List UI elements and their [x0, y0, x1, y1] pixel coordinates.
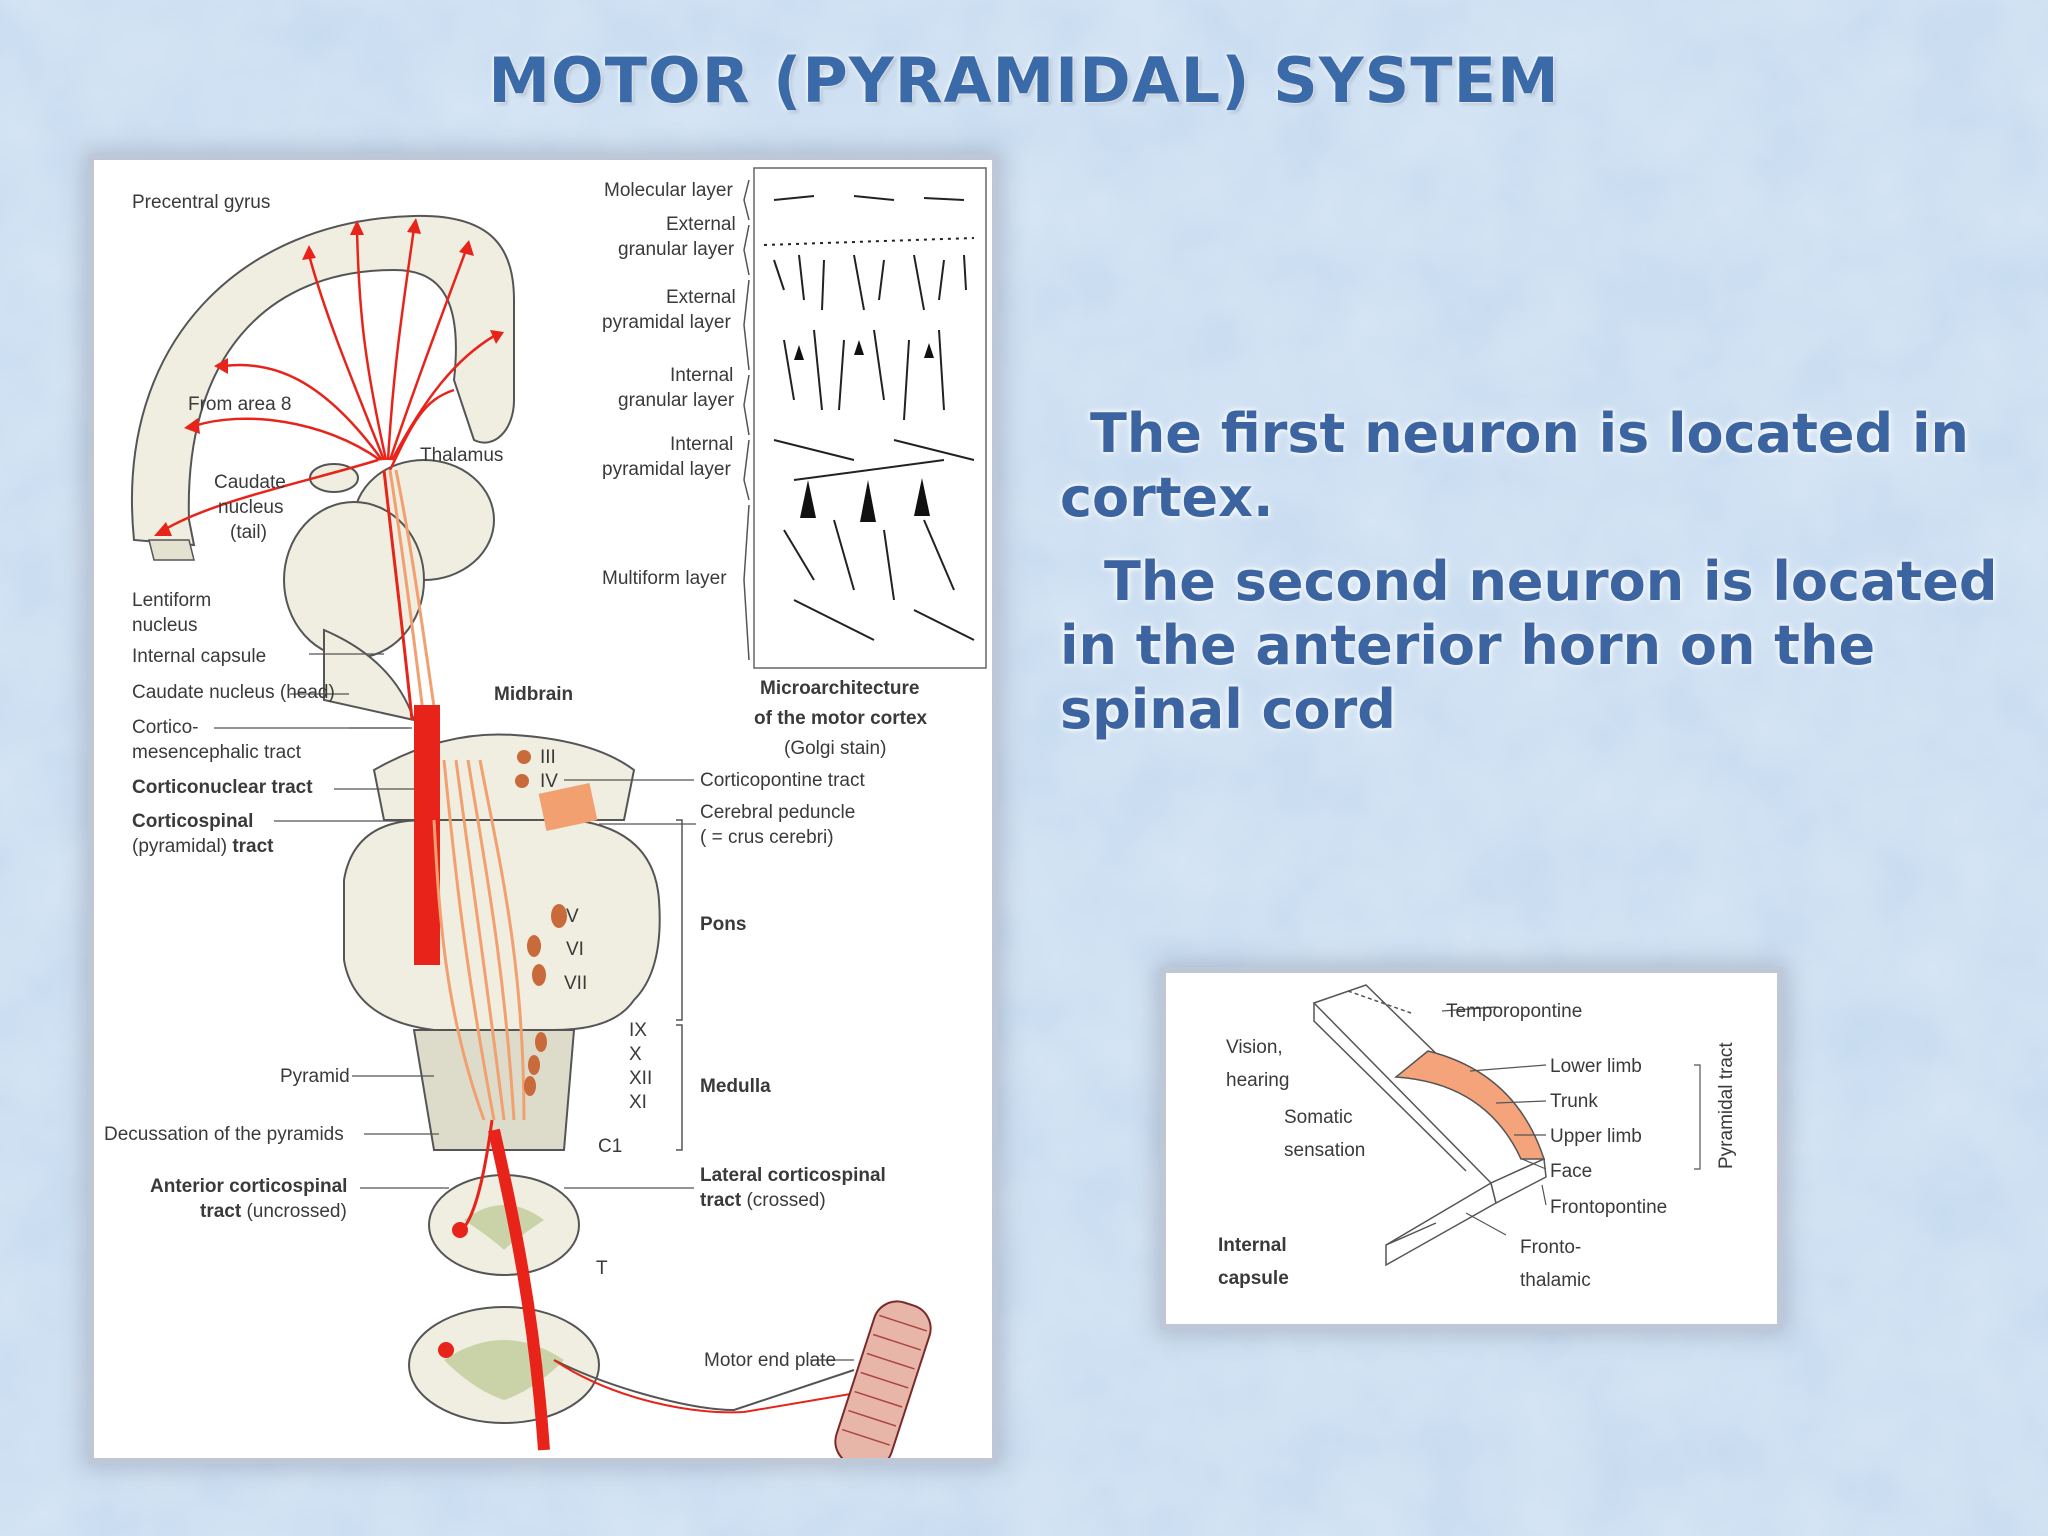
- label-frontopontine: Frontopontine: [1550, 1197, 1667, 1218]
- descending-bundle: [382, 469, 438, 721]
- label-corticospinal-2: (pyramidal) tract: [132, 836, 274, 857]
- label-decussation: Decussation of the pyramids: [104, 1124, 344, 1145]
- label-vision-2: hearing: [1226, 1070, 1289, 1091]
- thalamus-and-basal-ganglia: [283, 459, 495, 722]
- label-multiform-layer: Multiform layer: [602, 568, 727, 589]
- label-nucleus-5: V: [566, 906, 579, 927]
- label-anterior-cs-1: Anterior corticospinal: [150, 1176, 347, 1197]
- spinal-cord-lower: [408, 1306, 600, 1424]
- slide-body-text: The first neuron is located in cortex. T…: [1060, 402, 2000, 762]
- cranial-nerve-labels: III IV V VI VII IX X XII XI C1 T: [540, 747, 652, 1279]
- cerebral-hemisphere: [131, 214, 515, 561]
- motor-nerve: [553, 1359, 855, 1412]
- label-corticospinal-1: Corticospinal: [132, 811, 253, 832]
- label-lateral-cs-1: Lateral corticospinal: [700, 1165, 886, 1186]
- label-ext-pyr-2: pyramidal layer: [602, 312, 731, 333]
- label-upper-limb: Upper limb: [1550, 1126, 1642, 1147]
- label-nucleus-6: VI: [566, 939, 584, 960]
- anterior-tract-line: [458, 1119, 494, 1234]
- label-micro-3: (Golgi stain): [784, 738, 886, 759]
- label-thalamus: Thalamus: [420, 445, 503, 466]
- label-midbrain: Midbrain: [494, 684, 573, 705]
- label-nucleus-7: VII: [564, 973, 587, 994]
- label-lentiform-1: Lentiform: [132, 590, 211, 611]
- label-corticopontine: Corticopontine tract: [700, 770, 865, 791]
- capsule-block: [1312, 984, 1547, 1267]
- leader-lines: [214, 653, 854, 1361]
- muscle-fiber: [834, 1300, 932, 1470]
- fiber-arrowheads: [154, 218, 504, 536]
- label-int-pyr-1: Internal: [670, 434, 733, 455]
- label-segment-c1: C1: [598, 1136, 622, 1157]
- label-molecular-layer: Molecular layer: [604, 180, 733, 201]
- label-int-pyr-2: pyramidal layer: [602, 459, 731, 480]
- label-caudate-head: Caudate nucleus (head): [132, 682, 335, 703]
- label-caudate-tail-2: nucleus: [218, 497, 284, 518]
- label-trunk: Trunk: [1550, 1091, 1598, 1112]
- paragraph-second-neuron: The second neuron is located in the ante…: [1060, 550, 1998, 741]
- label-pyramidal-tract: Pyramidal tract: [1716, 1042, 1737, 1169]
- label-lentiform-2: nucleus: [132, 615, 198, 636]
- label-int-gran-2: granular layer: [618, 390, 735, 411]
- brainstem: [343, 705, 661, 1151]
- label-anterior-cs-2: tract (uncrossed): [200, 1201, 347, 1222]
- label-ext-gran-2: granular layer: [618, 239, 735, 260]
- label-caudate-tail-3: (tail): [230, 522, 267, 543]
- label-frontothalamic-1: Fronto-: [1520, 1237, 1581, 1258]
- label-corticonuclear: Corticonuclear tract: [132, 777, 313, 798]
- label-nucleus-10: X: [629, 1044, 642, 1065]
- label-precentral-gyrus: Precentral gyrus: [132, 192, 270, 213]
- label-nucleus-3: III: [540, 747, 556, 768]
- label-nucleus-9: IX: [629, 1020, 647, 1041]
- motor-pathway-figure: Precentral gyrus From area 8 Thalamus Ca…: [94, 160, 992, 1470]
- label-caudate-tail-1: Caudate: [214, 472, 286, 493]
- label-cerebral-peduncle-2: ( = crus cerebri): [700, 827, 834, 848]
- label-ext-gran-1: External: [666, 214, 736, 235]
- label-cerebral-peduncle-1: Cerebral peduncle: [700, 802, 855, 823]
- label-temporopontine: Temporopontine: [1446, 1001, 1582, 1022]
- label-lower-limb: Lower limb: [1550, 1056, 1642, 1077]
- label-pons: Pons: [700, 914, 746, 935]
- label-micro-1: Microarchitecture: [760, 678, 919, 699]
- label-micro-2: of the motor cortex: [754, 708, 928, 729]
- label-internal-capsule-2: capsule: [1218, 1268, 1289, 1289]
- label-nucleus-12: XII: [629, 1068, 652, 1089]
- capsule-leaders: [1441, 1006, 1701, 1236]
- paragraph-first-neuron: The first neuron is located in cortex.: [1060, 402, 1969, 529]
- label-somatic-2: sensation: [1284, 1140, 1365, 1161]
- lateral-tract-line: [488, 1128, 550, 1451]
- internal-capsule-figure: Temporopontine Vision, hearing Somatic s…: [1166, 973, 1777, 1324]
- label-cortico-mes-1: Cortico-: [132, 717, 199, 738]
- label-motor-end-plate: Motor end plate: [704, 1350, 836, 1371]
- label-vision-1: Vision,: [1226, 1037, 1283, 1058]
- label-frontothalamic-2: thalamic: [1520, 1270, 1591, 1291]
- label-internal-capsule-1: Internal: [1218, 1235, 1287, 1256]
- label-face: Face: [1550, 1161, 1592, 1182]
- label-internal-capsule: Internal capsule: [132, 646, 266, 667]
- label-nucleus-11: XI: [629, 1092, 647, 1113]
- label-ext-pyr-1: External: [666, 287, 736, 308]
- layer-brackets: [676, 179, 750, 1151]
- cortex-microarchitecture: [753, 167, 987, 669]
- corticospinal-fibers-cortex: [163, 227, 495, 532]
- label-somatic-1: Somatic: [1284, 1107, 1353, 1128]
- label-segment-t: T: [596, 1258, 608, 1279]
- label-medulla: Medulla: [700, 1076, 771, 1097]
- label-from-area-8: From area 8: [188, 394, 291, 415]
- label-lateral-cs-2: tract (crossed): [700, 1190, 826, 1211]
- label-cortico-mes-2: mesencephalic tract: [132, 742, 302, 763]
- label-nucleus-4: IV: [540, 771, 558, 792]
- label-pyramid: Pyramid: [280, 1066, 350, 1087]
- slide-title: MOTOR (PYRAMIDAL) SYSTEM: [488, 44, 1560, 117]
- label-int-gran-1: Internal: [670, 365, 733, 386]
